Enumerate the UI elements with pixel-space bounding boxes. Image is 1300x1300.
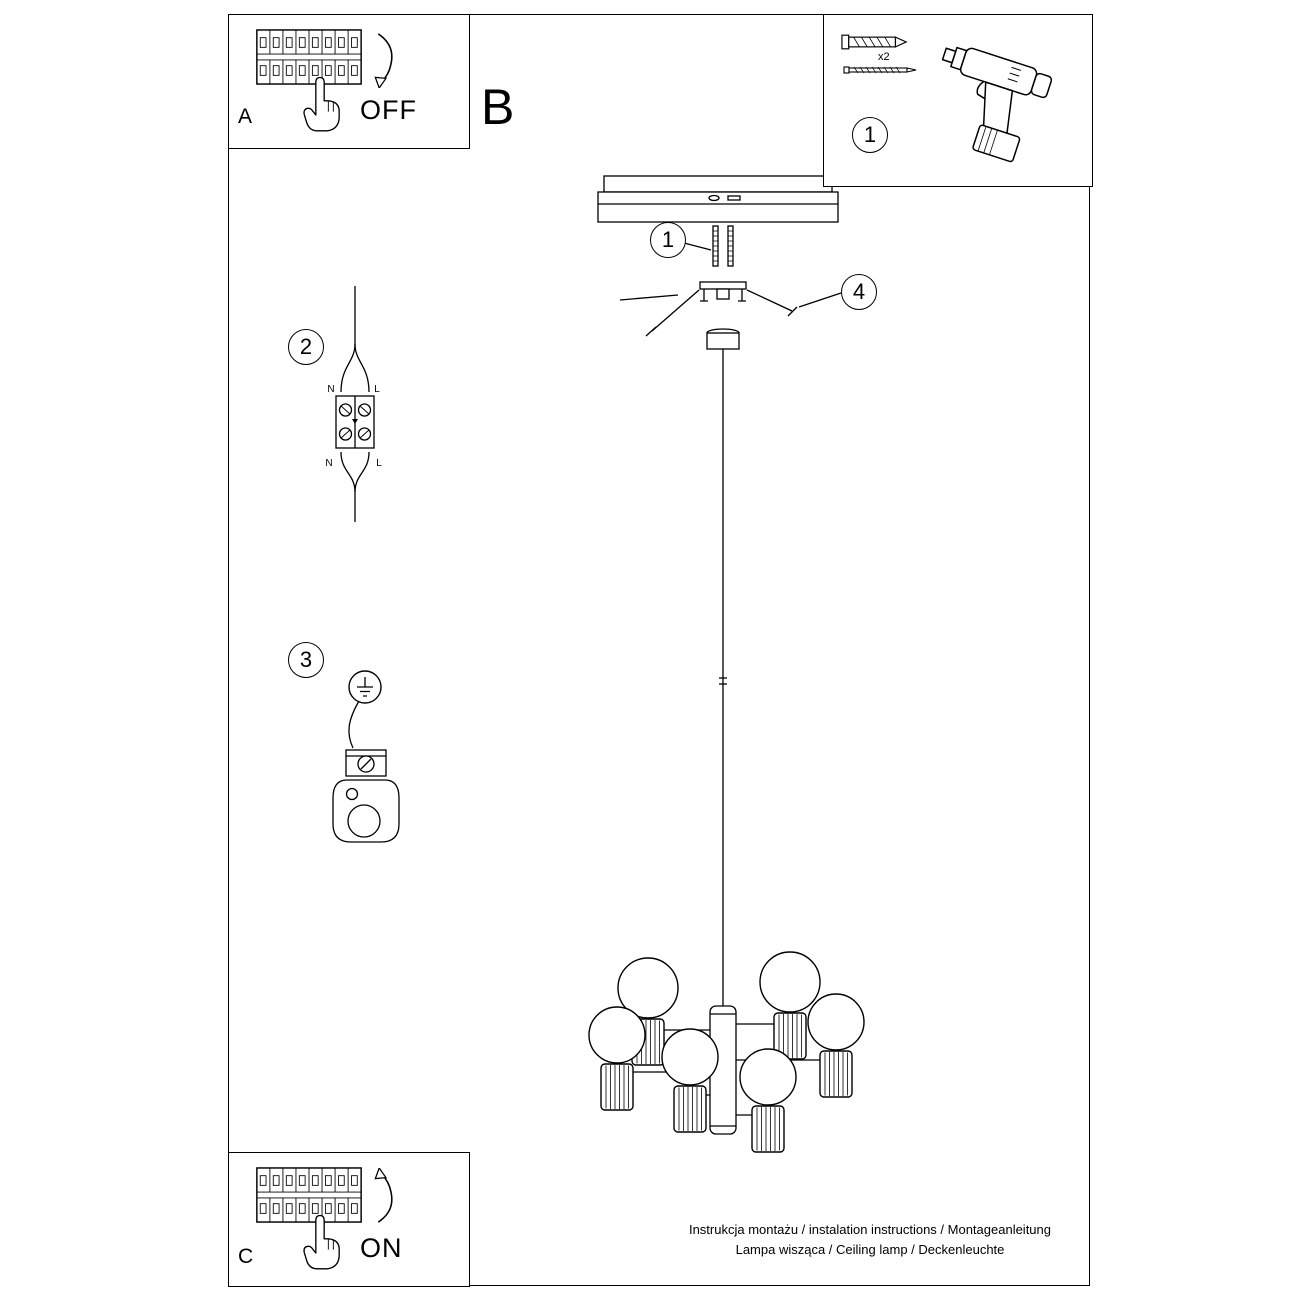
wiring-diagram-drawing xyxy=(335,286,375,522)
arrow-down-icon xyxy=(372,30,398,88)
drill-icon xyxy=(941,46,1053,163)
hand-press-icon xyxy=(295,1213,345,1273)
footer-line-1: Instrukcja montażu / instalation instruc… xyxy=(688,1222,1052,1237)
anchor-quantity-label: x2 xyxy=(878,51,890,63)
callout-ground: 3 xyxy=(288,642,324,678)
power-off-label: OFF xyxy=(360,95,417,125)
tools-box: x2 1 xyxy=(823,14,1093,187)
power-on-label: ON xyxy=(360,1233,403,1263)
hanging-screws-drawing xyxy=(712,225,734,267)
callout-1-leader xyxy=(683,242,712,251)
mounting-screw-icon xyxy=(843,66,917,74)
footer-line-2: Lampa wisząca / Ceiling lamp / Deckenleu… xyxy=(735,1242,1005,1257)
hand-press-icon xyxy=(295,75,345,135)
callout-wiring: 2 xyxy=(288,329,324,365)
footer-text: Instrukcja montażu / instalation instruc… xyxy=(645,1220,1095,1260)
callout-tools: 1 xyxy=(852,117,888,153)
step-a-label: A xyxy=(238,105,253,128)
wire-label-l-bottom: L xyxy=(376,458,382,469)
wire-label-n-bottom: N xyxy=(325,458,332,469)
step-c-panel: ON C xyxy=(228,1152,470,1287)
ceiling-plate-drawing xyxy=(597,175,839,223)
ground-connection-drawing xyxy=(332,670,400,843)
callout-4-leader xyxy=(798,292,842,308)
pendant-rod-drawing xyxy=(706,328,740,1006)
wire-label-n-top: N xyxy=(327,384,334,395)
callout-screws: 1 xyxy=(650,222,686,258)
callout-bracket: 4 xyxy=(841,274,877,310)
wire-label-l-top: L xyxy=(374,384,380,395)
mounting-bracket-drawing xyxy=(619,281,798,337)
step-c-label: C xyxy=(238,1245,254,1268)
panel-b-border xyxy=(228,14,1090,1286)
arrow-up-icon xyxy=(372,1168,398,1226)
step-a-panel: OFF A xyxy=(228,14,470,149)
chandelier-drawing xyxy=(588,951,865,1153)
panel-b-label: B xyxy=(481,79,515,135)
wall-anchor-icon xyxy=(841,34,908,50)
